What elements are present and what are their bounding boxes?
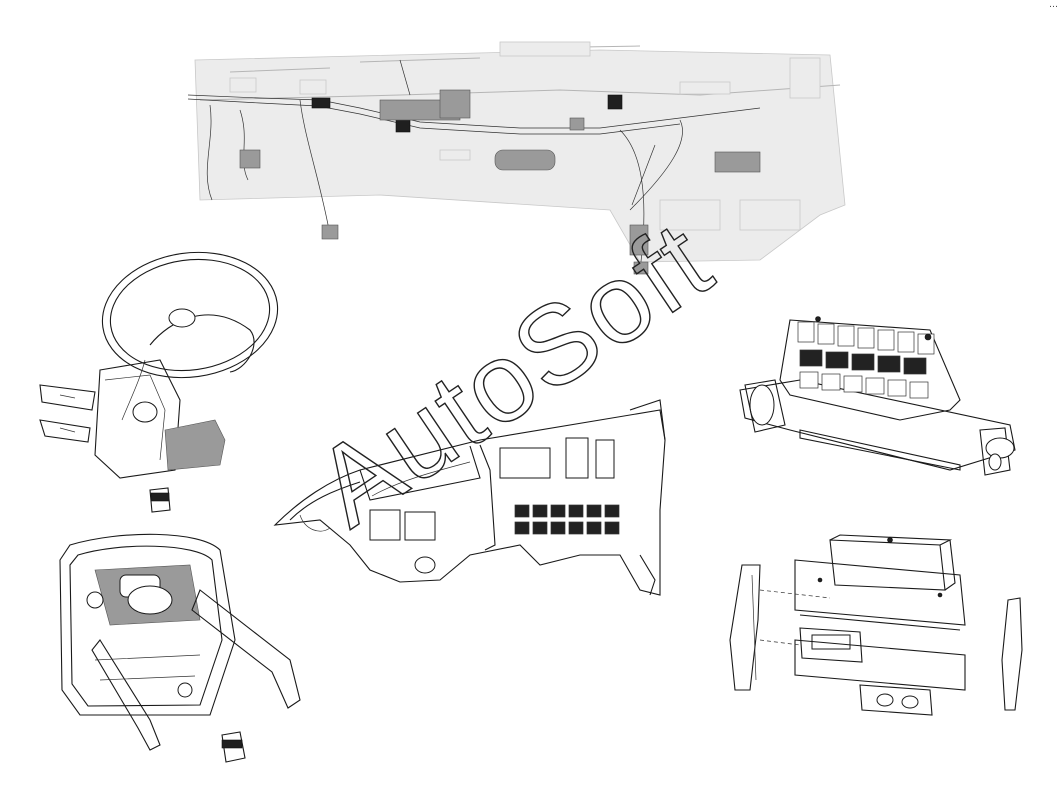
steering-column-icon bbox=[39, 251, 279, 513]
dash-wiring-harness-icon bbox=[187, 41, 846, 275]
relay-fuse-box-icon bbox=[739, 316, 1016, 476]
corner-mark: ․‥ bbox=[1048, 0, 1058, 10]
instrument-panel-icon bbox=[273, 399, 666, 596]
watermark-text: AutoSoft bbox=[294, 197, 733, 550]
ecu-mounting-bracket-icon bbox=[729, 534, 1023, 716]
pedal-assembly-icon bbox=[59, 533, 301, 763]
